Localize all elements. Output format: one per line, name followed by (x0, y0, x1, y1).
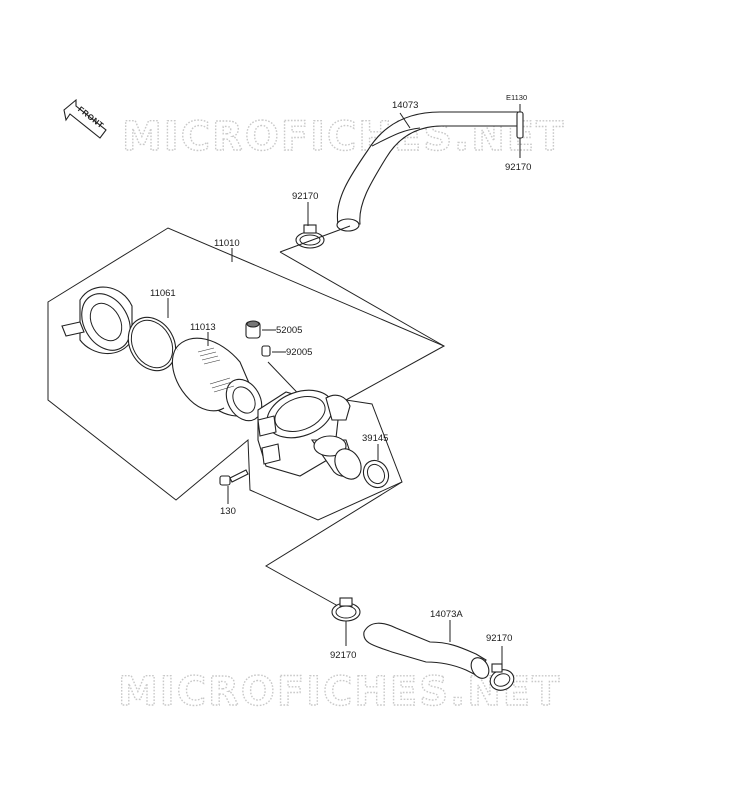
label-52005: 52005 (276, 325, 302, 336)
assembly-box-11010 (47, 227, 446, 521)
connector-line-bottom (265, 481, 403, 607)
label-92170-bottom-left: 92170 (330, 650, 356, 661)
label-130: 130 (220, 506, 236, 517)
front-arrow-icon: FRONT (63, 98, 107, 139)
label-39145: 39145 (362, 433, 388, 444)
bolt-130 (219, 469, 249, 486)
label-14073a: 14073A (430, 609, 463, 620)
connector-line-top (279, 225, 445, 347)
hose-14073a (363, 622, 490, 679)
end-cap (61, 286, 133, 355)
filter-mesh (197, 347, 235, 393)
filter-element-11013 (172, 337, 263, 422)
label-11010: 11010 (214, 238, 240, 249)
label-92170-bottom-right: 92170 (486, 633, 512, 644)
plug-92005 (261, 345, 271, 357)
o-ring-11061 (127, 316, 177, 372)
label-11061: 11061 (150, 288, 176, 299)
clamp-92170-bottom-right (489, 663, 515, 691)
clamp-92170-bottom-left (331, 597, 361, 622)
label-14073: 14073 (392, 100, 418, 111)
label-92170-top-left: 92170 (292, 191, 318, 202)
label-11013: 11013 (190, 322, 216, 333)
label-92170-top-right: 92170 (505, 162, 531, 173)
pin-e1130 (516, 111, 524, 139)
leader-14073 (399, 112, 411, 129)
valve-52005 (245, 320, 261, 339)
air-cleaner-housing (257, 389, 362, 480)
band-39145 (362, 459, 390, 489)
label-e1130: E1130 (506, 93, 527, 102)
label-92005: 92005 (286, 347, 312, 358)
clamp-92170-top-left (295, 224, 325, 249)
